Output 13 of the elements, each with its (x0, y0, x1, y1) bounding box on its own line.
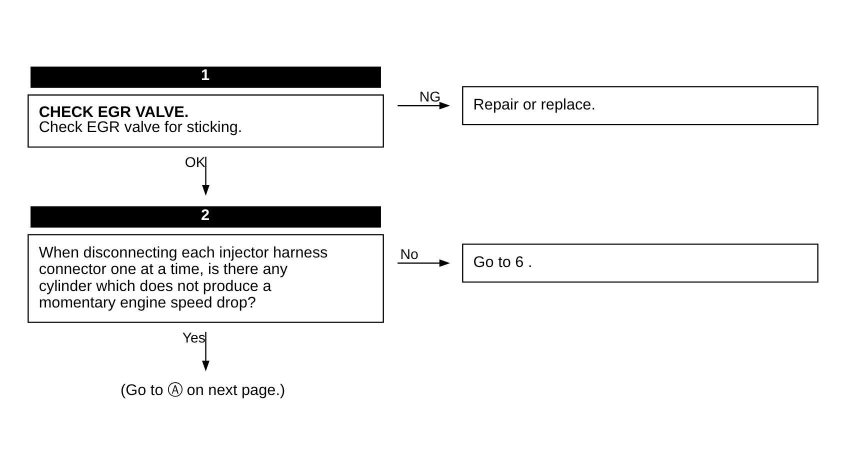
edge-label: Yes (182, 330, 205, 346)
arrow (202, 331, 209, 371)
arrow (202, 156, 209, 196)
node-label: 1 (200, 66, 210, 84)
arrow (397, 101, 450, 109)
edge-label: NG (418, 89, 440, 106)
edge-label: No (400, 246, 418, 263)
arrow (397, 258, 450, 266)
node-box: Go to 6 . (462, 243, 818, 282)
edge-label: OK (184, 154, 205, 171)
node-box: Repair or replace. (462, 86, 818, 125)
node-text: (Go to Ⓐ on next page.) (120, 381, 285, 398)
node-label: 2 (200, 206, 210, 224)
